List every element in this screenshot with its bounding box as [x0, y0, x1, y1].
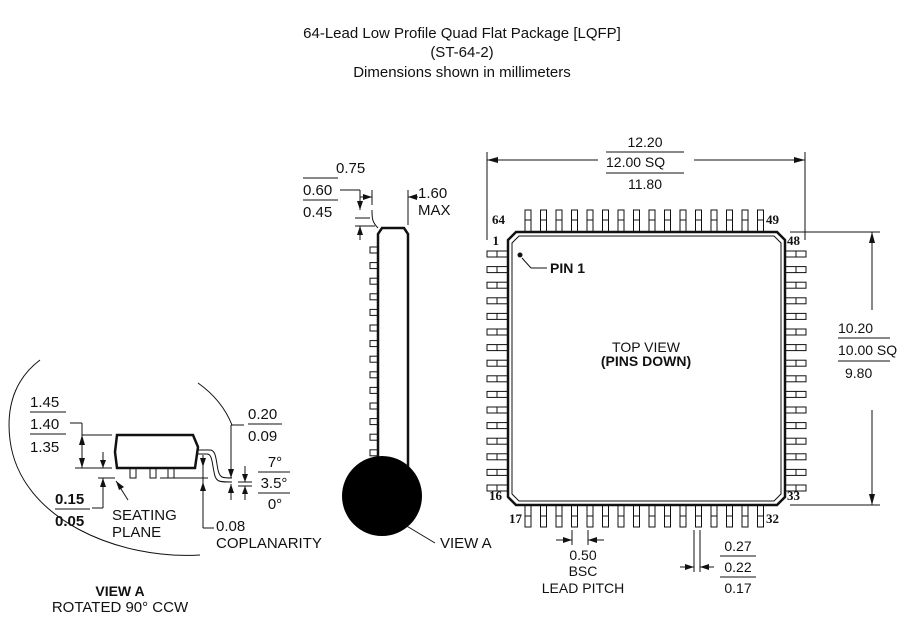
top-view-label: TOP VIEW [612, 339, 681, 355]
pin-number-64: 64 [492, 212, 506, 227]
va-thickness-max: 1.45 [30, 394, 59, 411]
width-dim-min: 11.80 [628, 176, 662, 192]
pin-number-17: 17 [509, 511, 523, 526]
va-thickness-min: 1.35 [30, 439, 59, 456]
side-height-label: MAX [418, 202, 451, 219]
lead-top [586, 209, 594, 233]
view-a-subtitle: ROTATED 90° CCW [52, 599, 189, 616]
lead-top [633, 209, 640, 233]
title-line-3: Dimensions shown in millimeters [353, 64, 571, 81]
lead-top [524, 209, 532, 233]
lead-top [741, 209, 749, 233]
lead-top [664, 209, 671, 233]
title-line-1: 64-Lead Low Profile Quad Flat Package [L… [303, 25, 621, 42]
va-angle-min: 0° [268, 496, 282, 513]
view-a-detail: 1.45 1.40 1.35 0.15 0.05 SEATING PLANE 0… [8, 359, 322, 616]
pin-number-49: 49 [766, 212, 780, 227]
width-dim-max: 12.20 [627, 134, 662, 150]
lead-top [555, 209, 563, 233]
lead-top [540, 209, 547, 233]
side-standoff-min: 0.45 [303, 204, 332, 221]
side-view: 0.75 0.60 0.45 1.60 MAX VIEW A [303, 160, 492, 552]
title-line-2: (ST-64-2) [430, 44, 493, 61]
pitch-label: LEAD PITCH [542, 580, 624, 596]
pin-number-1: 1 [493, 233, 500, 248]
lead-top [710, 209, 718, 233]
pin-number-16: 16 [489, 488, 503, 503]
pin-number-33: 33 [787, 488, 801, 503]
lead-top [695, 209, 702, 233]
top-view-sublabel: (PINS DOWN) [601, 353, 691, 369]
va-standoff-max: 0.15 [55, 491, 84, 508]
view-a-callout-label: VIEW A [440, 535, 492, 552]
va-seating-1: SEATING [112, 507, 177, 524]
top-view: PIN 1 TOP VIEW (PINS DOWN) 64 49 1 48 16… [486, 134, 897, 596]
va-thickness-nom: 1.40 [30, 416, 59, 433]
lead-width-nom: 0.22 [724, 559, 751, 575]
va-angle-nom: 3.5° [261, 475, 288, 492]
va-lead-thickness-min: 0.09 [248, 428, 277, 445]
side-standoff-max: 0.75 [336, 160, 365, 177]
pitch-bsc: BSC [569, 563, 598, 579]
lead-width-max: 0.27 [724, 538, 751, 554]
pin-number-48: 48 [787, 233, 801, 248]
lead-top [571, 209, 578, 233]
view-a-body [113, 433, 200, 470]
lead-top [617, 209, 625, 233]
lead-width-min: 0.17 [724, 580, 751, 596]
pin-number-32: 32 [766, 511, 779, 526]
va-seating-2: PLANE [112, 524, 161, 541]
view-a-title: VIEW A [95, 583, 144, 599]
va-lead-thickness-max: 0.20 [248, 406, 277, 423]
lead-top [726, 209, 733, 233]
body-dim-nom: 10.00 SQ [838, 342, 897, 358]
pitch-value: 0.50 [569, 547, 596, 563]
width-dim-nom: 12.00 SQ [606, 154, 665, 170]
va-angle-max: 7° [268, 454, 282, 471]
view-a-callout-circle [342, 456, 422, 536]
va-coplanarity-label: COPLANARITY [216, 535, 322, 552]
pin1-dot [517, 252, 523, 258]
package-body-inner [511, 235, 782, 502]
lead-top [648, 209, 656, 233]
side-height-value: 1.60 [418, 185, 447, 202]
va-coplanarity-value: 0.08 [216, 518, 245, 535]
lead-top [679, 209, 687, 233]
body-dim-max: 10.20 [838, 320, 873, 336]
side-standoff-nom: 0.60 [303, 182, 332, 199]
package-body [506, 230, 787, 507]
pin1-label: PIN 1 [550, 260, 585, 276]
va-standoff-min: 0.05 [55, 513, 84, 530]
lead-top [757, 209, 764, 233]
body-dim-min: 9.80 [845, 365, 872, 381]
lead-top [602, 209, 609, 233]
